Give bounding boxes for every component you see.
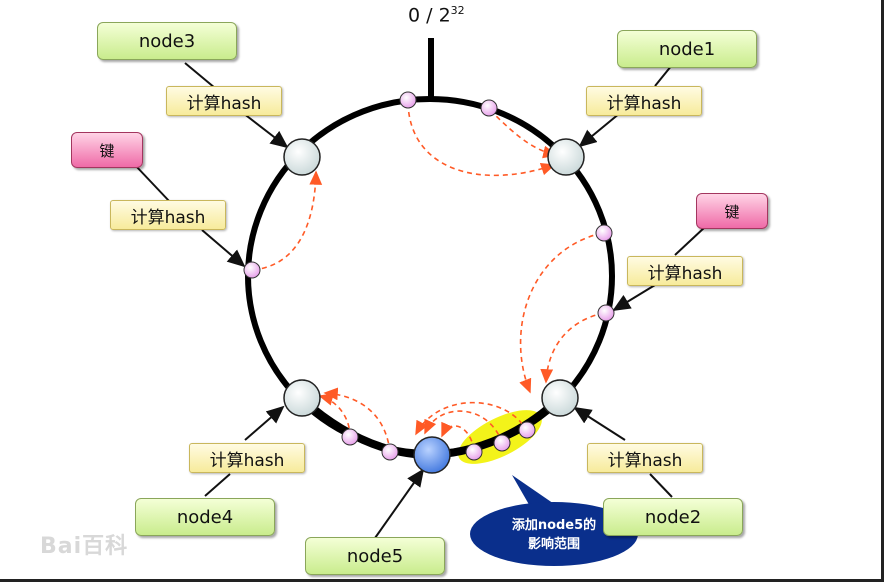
hash-point <box>493 434 511 452</box>
connector-node3 <box>184 62 216 89</box>
frame-edge-right <box>881 0 884 582</box>
callout-bubble <box>470 502 638 566</box>
callout-line-2: 影响范围 <box>527 537 580 552</box>
arrow-key-left-hash <box>201 229 246 268</box>
key-box-right: 键 <box>696 193 768 229</box>
origin-exponent: 32 <box>450 4 465 17</box>
hash-label-node3: 计算hash <box>166 86 282 116</box>
ring-node4 <box>283 379 321 417</box>
hash-label-node2: 计算hash <box>587 443 703 473</box>
arrow-node5 <box>374 468 425 539</box>
node1-box: node1 <box>617 30 757 68</box>
dashed-arrow-bottom-right-3 <box>415 401 528 436</box>
ring-node2 <box>541 379 579 417</box>
arrow-node3-hash <box>242 112 289 149</box>
watermark: Bai百科 <box>40 534 129 559</box>
node4-box: node4 <box>135 498 275 536</box>
dashed-arrow-bottom-right-1 <box>441 421 475 451</box>
hash-point <box>399 91 417 109</box>
hash-point <box>595 224 613 242</box>
ring-node3 <box>283 138 321 176</box>
hash-point <box>597 304 615 322</box>
connector-node2 <box>649 473 673 498</box>
ring-origin-label: 0 / 232 <box>408 4 465 26</box>
ring-node5 <box>413 436 451 474</box>
hash-points <box>243 91 615 461</box>
arrow-node1-hash <box>578 112 621 148</box>
hash-label-node1: 计算hash <box>586 86 702 116</box>
node5-box: node5 <box>305 537 445 575</box>
dashed-arrow-right-lower <box>540 312 605 384</box>
node2-box: node2 <box>603 498 743 536</box>
connector-key-left <box>134 164 171 203</box>
hash-point <box>465 443 483 461</box>
hash-point <box>381 443 399 461</box>
hash-point <box>243 261 261 279</box>
dashed-arrow-top-right <box>489 109 558 159</box>
hash-point <box>480 99 498 117</box>
node3-box: node3 <box>97 22 237 60</box>
hash-point <box>341 428 359 446</box>
dashed-arrow-left <box>252 170 323 271</box>
callout-text: 添加node5的 影响范围 <box>480 516 628 554</box>
arrow-node4-hash <box>244 405 285 441</box>
frame-edge-bottom <box>0 579 884 582</box>
origin-base: 0 / 2 <box>408 4 451 27</box>
dashed-arrow-top <box>407 102 556 177</box>
dashed-arrow-bottom-right-2 <box>424 410 503 444</box>
dashed-arrow-right-upper <box>519 232 603 394</box>
arrow-node2-hash <box>573 406 626 441</box>
connector-node4 <box>204 473 231 497</box>
hash-point <box>518 421 536 439</box>
hash-label-key-right: 计算hash <box>627 256 743 286</box>
hash-label-node4: 计算hash <box>189 443 305 473</box>
callout-line-1: 添加node5的 <box>511 518 597 533</box>
connector-key-right <box>674 226 706 256</box>
dashed-arrow-bottom-left-2 <box>323 387 391 453</box>
ring-node1 <box>547 138 585 176</box>
dashed-arrow-bottom-left-1 <box>318 393 351 438</box>
hash-label-key-left: 计算hash <box>110 200 226 230</box>
arrow-key-right-hash <box>612 284 656 312</box>
key-box-left: 键 <box>71 132 143 168</box>
connector-node1 <box>654 64 673 87</box>
